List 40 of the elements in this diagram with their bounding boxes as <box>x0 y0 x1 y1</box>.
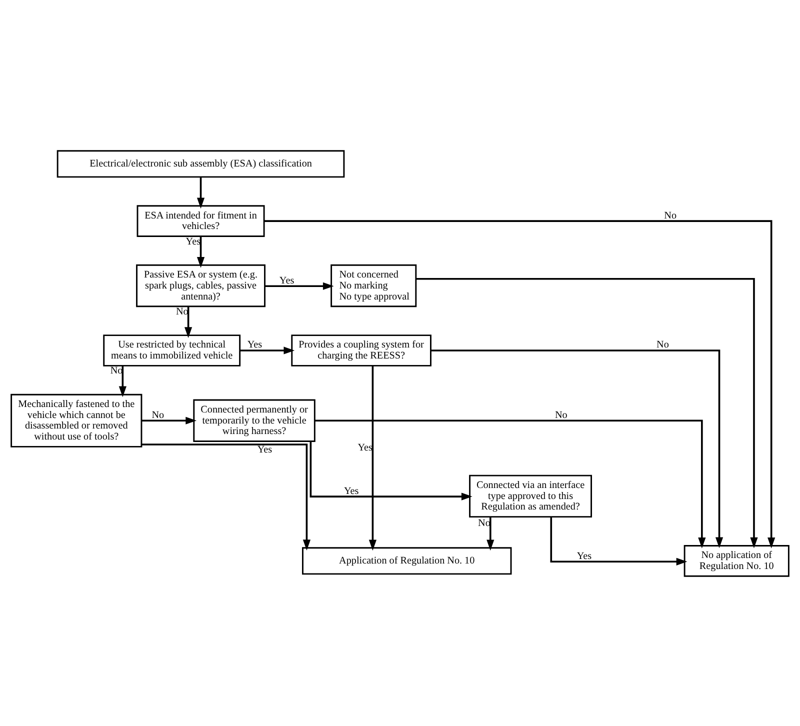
arrow <box>264 282 334 290</box>
arrow <box>310 440 472 500</box>
arrow <box>118 365 126 397</box>
arrow <box>550 516 688 565</box>
arrow <box>240 346 295 354</box>
edge-label: Yes <box>576 550 592 562</box>
node-box: Mechanically fastened to the vehicle which cannot be disassembled or removed without use of tools? <box>10 393 142 447</box>
edge-label: Yes <box>186 236 201 247</box>
edge-label: No <box>664 210 677 221</box>
node-box: No application of Regulation No. 10 <box>684 544 790 576</box>
node-box: Connected permanently or temporarily to the vehicle wiring harness? <box>193 398 316 442</box>
edge-label: Yes <box>257 444 272 456</box>
edge-label: No <box>152 409 164 420</box>
arrow <box>196 176 205 208</box>
arrow <box>486 516 494 550</box>
node-box: Provides a coupling system for charging the REESS? <box>291 334 432 366</box>
node-box: Not concerned No marking No type approval <box>330 264 417 307</box>
arrow <box>264 220 776 548</box>
node-box: ESA intended for fitment in vehicles? <box>136 204 265 236</box>
node-box: Electrical/electronic sub assembly (ESA) classification <box>56 150 345 178</box>
edge-label: No <box>110 365 123 376</box>
edge-label: No <box>176 306 188 318</box>
node-box: Connected via an interface type approved to this Regulation as amended? <box>469 474 592 518</box>
node-box: Use restricted by technical means to immobilized vehicle <box>103 334 241 366</box>
edge-label: No <box>656 339 669 350</box>
arrow <box>416 277 758 548</box>
node-box: Passive ESA or system (e.g. spark plugs, cables, passive antenna)? <box>136 264 266 307</box>
arrow <box>196 236 205 268</box>
edge-label: Yes <box>344 485 359 496</box>
arrow <box>314 419 706 548</box>
edge-label: No <box>554 409 568 420</box>
edge-label: Yes <box>279 274 294 286</box>
arrow <box>430 349 724 548</box>
node-box: Application of Regulation No. 10 <box>302 546 512 574</box>
arrow <box>184 306 192 338</box>
arrow <box>368 365 376 550</box>
edge-label: Yes <box>358 442 372 454</box>
arrow <box>142 443 311 550</box>
edge-label: Yes <box>247 339 262 350</box>
arrow <box>142 416 197 424</box>
